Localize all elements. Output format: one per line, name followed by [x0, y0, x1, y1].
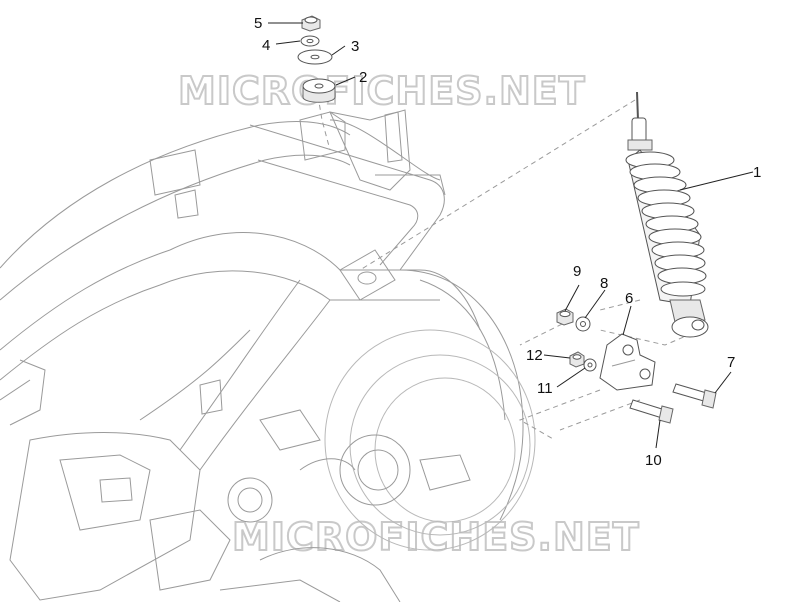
part-6-bracket[interactable] — [599, 333, 656, 391]
frame-linework — [0, 109, 536, 602]
callout-labels: 5 4 3 2 1 6 8 9 12 11 7 10 — [254, 15, 761, 469]
part-3-washer[interactable] — [297, 49, 333, 65]
callout-11[interactable]: 11 — [537, 380, 553, 397]
callout-9[interactable]: 9 — [573, 263, 581, 280]
callout-12[interactable]: 12 — [526, 347, 543, 364]
watermark-top: MICROFICHES.NET — [178, 69, 586, 113]
part-12-nut[interactable] — [569, 351, 585, 368]
shock-spring — [625, 151, 707, 297]
callout-6[interactable]: 6 — [625, 290, 633, 307]
callout-10[interactable]: 10 — [645, 452, 662, 469]
part-10-bolt[interactable] — [629, 399, 674, 424]
part-5-nut[interactable] — [301, 15, 321, 32]
part-9-nut[interactable] — [556, 308, 574, 326]
callout-5[interactable]: 5 — [254, 15, 262, 32]
callout-3[interactable]: 3 — [351, 38, 359, 55]
callout-7[interactable]: 7 — [727, 354, 735, 371]
part-2-rubber-bush[interactable] — [302, 78, 336, 103]
part-7-bolt[interactable] — [672, 383, 717, 409]
callout-2[interactable]: 2 — [359, 69, 367, 86]
leader-lines — [268, 22, 754, 449]
part-11-washer[interactable] — [583, 358, 597, 372]
callout-1[interactable]: 1 — [753, 164, 761, 181]
part-1-shock-absorber[interactable] — [625, 91, 709, 338]
callout-8[interactable]: 8 — [600, 275, 608, 292]
callout-4[interactable]: 4 — [262, 37, 270, 54]
part-8-washer[interactable] — [575, 316, 591, 332]
part-4-washer[interactable] — [300, 35, 320, 47]
